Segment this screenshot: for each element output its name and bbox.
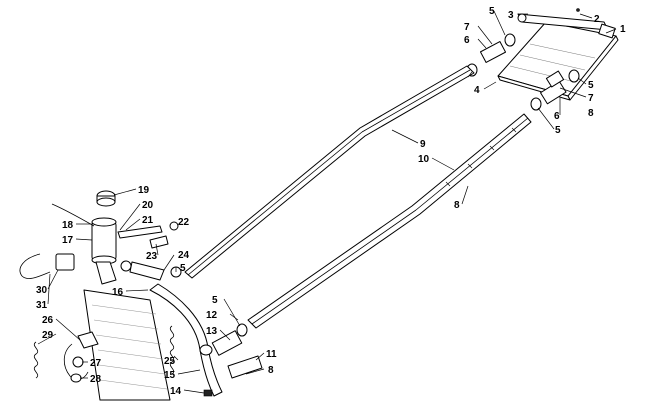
callout-27: 27	[90, 358, 102, 369]
callout-5-mid: 5	[555, 125, 561, 136]
callout-30: 30	[36, 285, 48, 296]
callout-5-right: 5	[588, 80, 594, 91]
callout-11: 11	[266, 349, 277, 360]
callout-8-mid: 8	[454, 200, 460, 211]
radiator-core	[83, 289, 171, 401]
leader-lines	[37, 10, 617, 394]
reservoir-bracket	[19, 253, 75, 279]
callout-24: 24	[178, 250, 190, 261]
callout-16: 16	[112, 287, 124, 298]
callout-12: 12	[206, 310, 218, 321]
callout-7-right: 7	[588, 93, 594, 104]
callout-6-right: 6	[554, 111, 560, 122]
cooler-tube-upper	[184, 65, 475, 279]
callouts: 1 2 3 4 5 5 5 5 5 6 6 7 7 8 8 8 9 10 11 …	[36, 6, 626, 397]
callout-31: 31	[36, 300, 48, 311]
callout-23: 23	[146, 251, 158, 262]
callout-8-bottom: 8	[268, 365, 274, 376]
callout-20: 20	[142, 200, 154, 211]
cooler-tube-lower	[247, 113, 532, 329]
callout-26: 26	[42, 315, 54, 326]
coiled-spring-left	[33, 341, 39, 379]
callout-29: 29	[42, 330, 54, 341]
callout-19: 19	[138, 185, 150, 196]
callout-1: 1	[620, 24, 626, 35]
callout-5-left: 5	[212, 295, 218, 306]
callout-2: 2	[594, 14, 600, 25]
callout-22: 22	[178, 217, 190, 228]
callout-21: 21	[142, 215, 154, 226]
callout-4: 4	[474, 85, 480, 96]
fitting-lower-right	[530, 69, 580, 111]
callout-8-right: 8	[588, 108, 594, 119]
callout-9: 9	[420, 139, 426, 150]
callout-25: 25	[164, 356, 176, 367]
reservoir-cap	[96, 190, 116, 207]
callout-13: 13	[206, 326, 218, 337]
callout-17: 17	[62, 235, 74, 246]
callout-3: 3	[508, 10, 514, 21]
coolant-reservoir	[91, 217, 117, 265]
mounting-clip	[227, 355, 263, 379]
callout-28: 28	[90, 374, 102, 385]
callout-14: 14	[170, 386, 182, 397]
hose-end-fitting	[203, 389, 213, 397]
reservoir-hoses	[117, 221, 179, 249]
callout-15: 15	[164, 370, 176, 381]
lower-connector	[199, 323, 248, 356]
callout-10: 10	[418, 154, 430, 165]
callout-5-res: 5	[180, 263, 186, 274]
callout-7-top: 7	[464, 22, 470, 33]
callout-6-top: 6	[464, 35, 470, 46]
return-hose	[149, 283, 223, 397]
callout-18: 18	[62, 220, 74, 231]
coiled-spring-right	[169, 325, 175, 375]
callout-5-top: 5	[489, 6, 495, 17]
reservoir-outlet-elbow	[95, 260, 182, 285]
